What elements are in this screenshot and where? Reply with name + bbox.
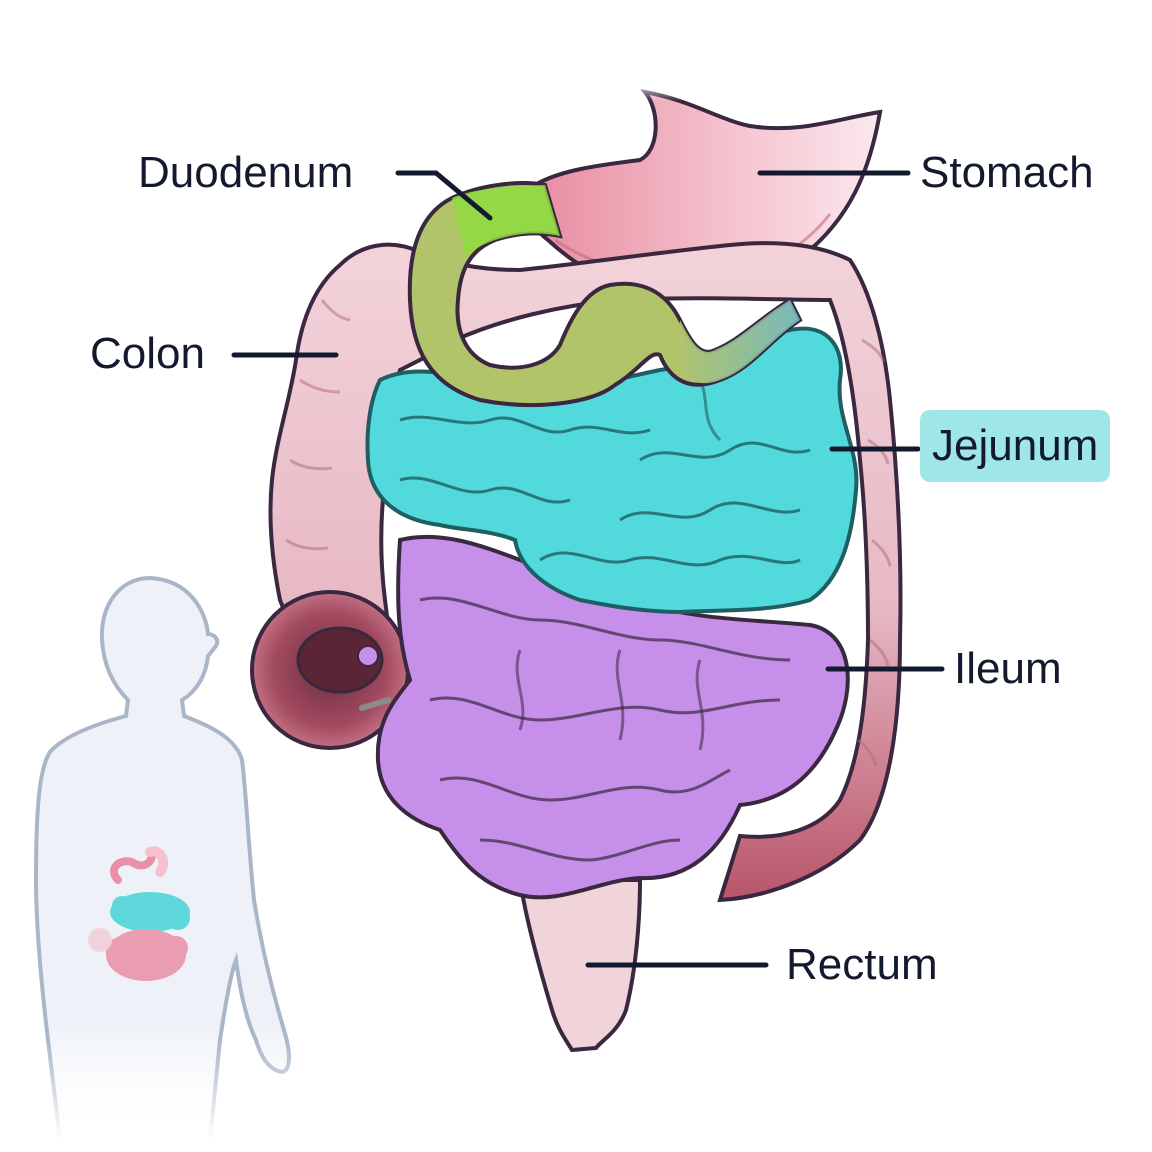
colon-label: Colon (90, 329, 205, 378)
leader-lines (231, 170, 945, 968)
jejunum-label: Jejunum (920, 410, 1111, 482)
duodenum-leader-line (395, 170, 493, 221)
human-body-silhouette-icon (33, 575, 291, 1142)
rectum-label: Rectum (786, 940, 938, 989)
rectum (517, 878, 643, 1053)
duodenum (407, 181, 803, 407)
cecum (250, 590, 410, 750)
stomach-label: Stomach (920, 148, 1094, 197)
ileum-label: Ileum (954, 644, 1062, 693)
duodenum-label: Duodenum (138, 148, 354, 197)
